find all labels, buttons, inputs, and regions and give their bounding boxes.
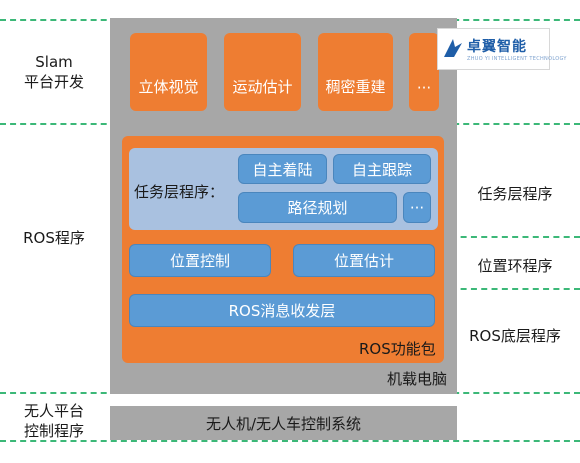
onboard-computer-label: 机载电脑 bbox=[387, 370, 448, 388]
task-path-planning: 路径规划 bbox=[238, 192, 397, 223]
separator-position-base bbox=[440, 288, 580, 290]
separator-bottom bbox=[0, 440, 580, 442]
position-estimation: 位置估计 bbox=[293, 244, 435, 277]
position-control: 位置控制 bbox=[129, 244, 271, 277]
ros-message-layer: ROS消息收发层 bbox=[129, 294, 435, 327]
separator-task-position bbox=[440, 236, 580, 238]
ros-package-label: ROS功能包 bbox=[359, 340, 436, 358]
block-stereo-vision: 立体视觉 bbox=[130, 33, 207, 111]
block-more: ··· bbox=[409, 33, 439, 111]
label-position-layer: 位置环程序 bbox=[477, 257, 553, 275]
label-slam: Slam 平台开发 bbox=[23, 53, 84, 91]
task-autonomous-tracking: 自主跟踪 bbox=[333, 154, 431, 184]
task-more: ··· bbox=[403, 192, 431, 223]
block-motion-estimation: 运动估计 bbox=[224, 33, 301, 111]
label-ros: ROS程序 bbox=[23, 229, 85, 247]
label-ros-base: ROS底层程序 bbox=[469, 327, 561, 345]
block-dense-reconstruction: 稠密重建 bbox=[318, 33, 393, 111]
logo-subtitle: ZHUO YI INTELLIGENT TECHNOLOGY bbox=[467, 56, 567, 62]
label-task-layer: 任务层程序 bbox=[477, 185, 553, 203]
label-uav: 无人平台 控制程序 bbox=[23, 402, 84, 440]
logo-mark-icon bbox=[444, 39, 462, 57]
task-layer-label: 任务层程序： bbox=[134, 183, 225, 201]
company-logo: 卓翼智能 ZHUO YI INTELLIGENT TECHNOLOGY bbox=[437, 28, 566, 70]
vehicle-control-system-bar: 无人机/无人车控制系统 bbox=[110, 406, 457, 440]
task-autonomous-landing: 自主着陆 bbox=[238, 154, 327, 184]
logo-text: 卓翼智能 bbox=[467, 39, 527, 55]
